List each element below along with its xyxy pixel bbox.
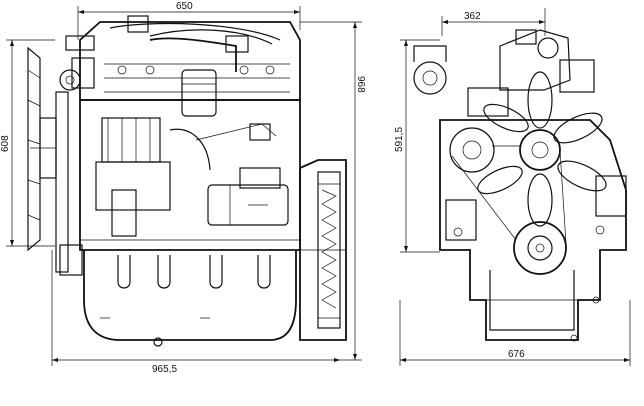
dimension-left-height: 608 bbox=[0, 39, 55, 247]
dimension-top-width: 362 bbox=[441, 8, 546, 36]
front-top-assembly bbox=[413, 29, 595, 117]
dimension-top-length: 650 bbox=[77, 1, 301, 40]
dimension-label-591-5: 591,5 bbox=[394, 127, 405, 152]
dimension-bottom-length: 965,5 bbox=[51, 250, 340, 375]
side-view-engine: 650 968 608 965,5 bbox=[0, 1, 366, 375]
dimension-bottom-width: 676 bbox=[399, 300, 631, 366]
dimension-label-362: 362 bbox=[464, 11, 481, 22]
dimension-label-965-5: 965,5 bbox=[152, 364, 177, 375]
flywheel-housing bbox=[299, 159, 347, 341]
dimension-label-608: 608 bbox=[0, 135, 11, 152]
engine-block bbox=[79, 99, 301, 251]
oil-pan-front bbox=[486, 270, 600, 342]
dimension-label-650: 650 bbox=[176, 1, 193, 12]
oil-pan-side bbox=[83, 250, 297, 347]
dimension-left-height-front: 591,5 bbox=[394, 39, 440, 253]
dimension-label-676: 676 bbox=[508, 349, 525, 360]
front-view-engine: 362 591,5 676 bbox=[394, 8, 631, 366]
cylinder-head bbox=[79, 15, 301, 117]
dimension-right-height: 968 bbox=[300, 21, 366, 361]
dimension-label-968: 968 bbox=[355, 76, 366, 93]
front-pulley-housing bbox=[55, 35, 95, 276]
fan-side bbox=[27, 46, 57, 252]
